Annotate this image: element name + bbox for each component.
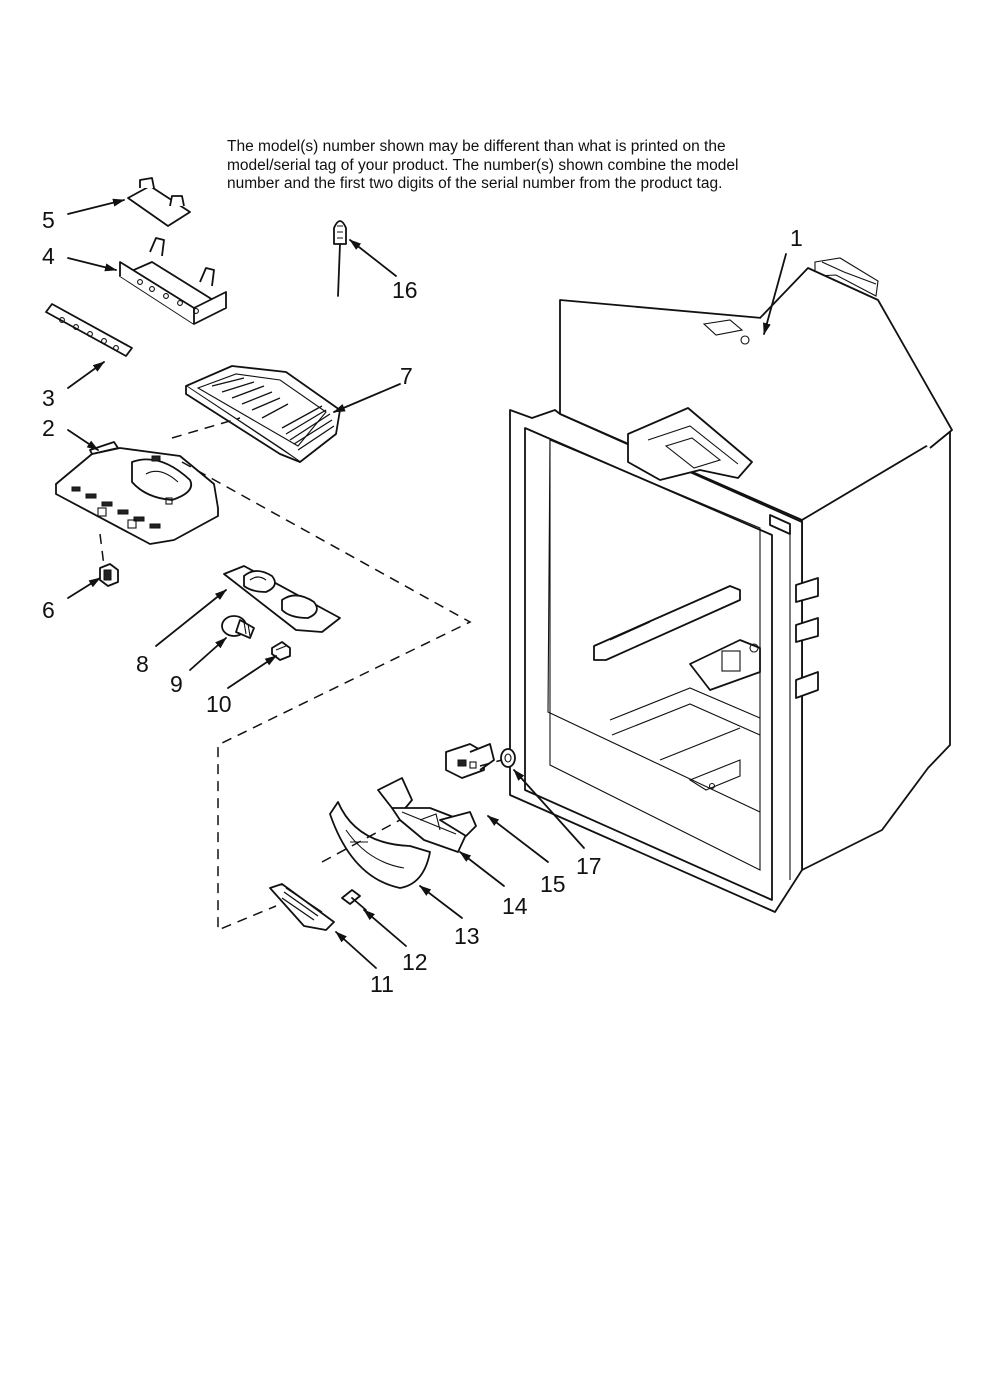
part-6-switch: [99, 563, 119, 587]
part-5-bracket: [127, 177, 191, 227]
callout-10: 10: [206, 691, 232, 717]
callout-numbers: 5 4 3 2 6 7 8 9 10 1 16 11 12 13 14 15 1…: [42, 207, 803, 997]
leader-5: [67, 198, 125, 215]
part-3-strip: [45, 303, 133, 357]
callout-15: 15: [540, 871, 566, 897]
part-2-light-housing: [55, 441, 219, 545]
callout-7: 7: [400, 363, 413, 389]
leader-15: [487, 815, 549, 863]
leader-16: [349, 239, 397, 277]
part-14-drawer-support: [377, 777, 477, 853]
leader-10: [227, 655, 277, 689]
part-11-grille: [269, 883, 335, 931]
callout-leaders: [67, 198, 787, 969]
callout-2: 2: [42, 415, 55, 441]
leader-3: [67, 361, 105, 389]
part-13-drawer-cover: [329, 801, 431, 889]
assembly-dash-lines: [99, 417, 503, 932]
callout-14: 14: [502, 893, 528, 919]
notice-line-3: number and the first two digits of the s…: [227, 175, 723, 192]
leader-8: [155, 589, 227, 647]
callout-6: 6: [42, 597, 55, 623]
callout-12: 12: [402, 949, 428, 975]
part-16-screw: [333, 220, 347, 297]
callout-16: 16: [392, 277, 418, 303]
notice-line-1: The model(s) number shown may be differe…: [227, 138, 726, 155]
leader-12: [363, 909, 407, 947]
callout-11: 11: [370, 971, 394, 997]
model-number-notice: The model(s) number shown may be differe…: [227, 138, 827, 194]
part-7-vent-cover: [185, 365, 341, 463]
leader-2: [67, 429, 99, 451]
leader-14: [459, 851, 505, 887]
callout-3: 3: [42, 385, 55, 411]
leader-4: [67, 257, 117, 272]
part-17-washer: [500, 748, 516, 768]
part-12-screw: [341, 889, 367, 911]
callout-8: 8: [136, 651, 149, 677]
callout-13: 13: [454, 923, 480, 949]
part-9-bulb: [221, 615, 255, 639]
part-15-switch: [445, 743, 495, 779]
leader-11: [335, 931, 377, 969]
callout-9: 9: [170, 671, 183, 697]
leader-6: [67, 577, 101, 599]
leader-17: [513, 769, 585, 849]
leader-1: [763, 253, 787, 335]
leader-13: [419, 885, 463, 919]
leader-9: [189, 637, 227, 671]
part-1-liner: [509, 257, 953, 913]
callout-1: 1: [790, 225, 803, 251]
notice-line-2: model/serial tag of your product. The nu…: [227, 156, 739, 174]
part-4-housing-bracket: [119, 237, 227, 325]
callout-4: 4: [42, 243, 55, 269]
part-8-light-shield: [223, 565, 341, 633]
callout-5: 5: [42, 207, 55, 233]
callout-17: 17: [576, 853, 602, 879]
leader-7: [333, 383, 401, 413]
